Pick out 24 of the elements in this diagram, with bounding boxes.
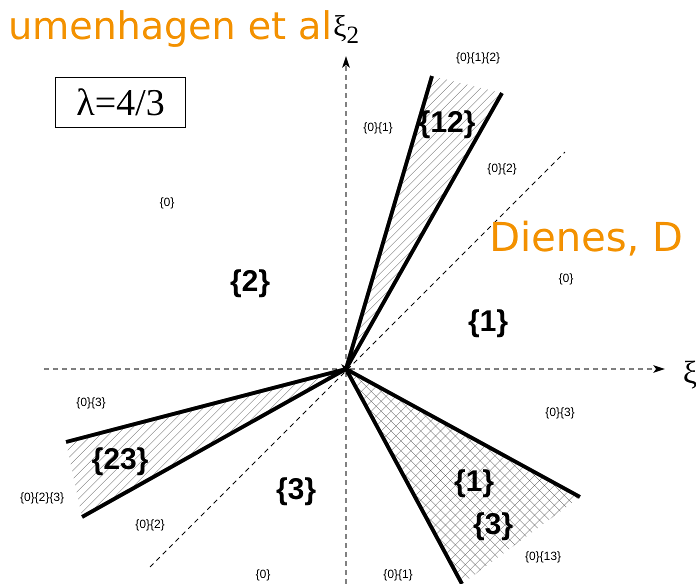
region-label: {0}{2} [135,518,165,530]
sector-label: {23} [92,445,148,475]
author-citation: Dienes, D [489,218,683,258]
region-label: {0}{1} [383,568,413,580]
axis-label: ξ [682,356,696,388]
region-label: {0}{2}{3} [20,491,64,503]
region-label: {0} [558,272,574,284]
region-label: {0}{3} [545,406,575,418]
axis-label: ξ$_{2}$ [333,12,359,48]
region-label: {0} [160,196,174,208]
region-label: {3} [276,475,316,505]
sector-label: {12} [418,108,476,138]
parameter-box: λ=4/3 [55,77,186,128]
sector-label: {3} [472,510,514,540]
region-label: {2} [230,267,270,297]
region-label: {0}{13} [524,550,562,562]
region-label: {0}{2} [487,162,517,174]
sector-label: {1} [454,467,494,497]
region-label: {1} [468,307,508,337]
author-citation: umenhagen et al [8,7,332,45]
region-label: {0}{1} [363,121,393,133]
region-label: {0}{1}{2} [456,51,500,63]
region-label: {0} [256,568,270,580]
region-label: {0}{3} [76,396,106,408]
